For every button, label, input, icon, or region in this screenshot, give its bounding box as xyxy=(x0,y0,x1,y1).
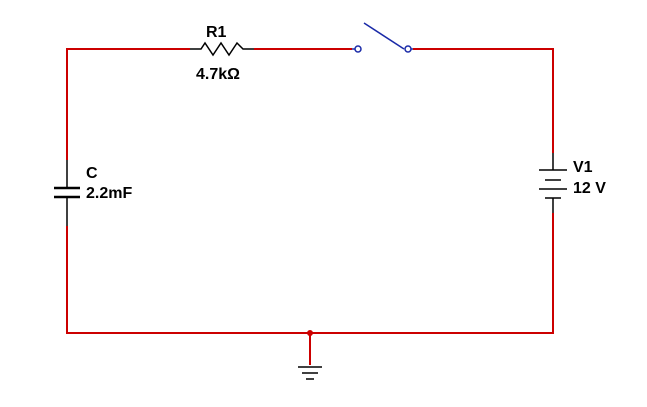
capacitor-value-label: 2.2mF xyxy=(86,185,132,202)
junction-dot xyxy=(307,330,313,336)
battery-value-label: 12 V xyxy=(573,180,606,197)
ground-icon xyxy=(298,366,322,380)
wire-switch-to-right xyxy=(413,48,554,153)
switch-s1[interactable] xyxy=(352,22,413,53)
wire-top-left xyxy=(66,48,190,160)
switch-terminal-left xyxy=(354,45,362,53)
battery-name-label: V1 xyxy=(573,159,593,176)
resistor-r1[interactable]: R1 4.7kΩ xyxy=(190,24,254,83)
resistor-name-label: R1 xyxy=(206,24,227,41)
wires xyxy=(66,48,554,365)
switch-terminal-right xyxy=(404,45,412,53)
capacitor-c[interactable]: C 2.2mF xyxy=(54,160,132,226)
wire-battery-to-bottom xyxy=(66,213,554,334)
resistor-symbol xyxy=(190,41,254,57)
capacitor-name-label: C xyxy=(86,165,98,182)
resistor-value-label: 4.7kΩ xyxy=(196,66,240,83)
switch-blade xyxy=(363,22,405,50)
battery-v1[interactable]: V1 12 V xyxy=(539,153,606,213)
